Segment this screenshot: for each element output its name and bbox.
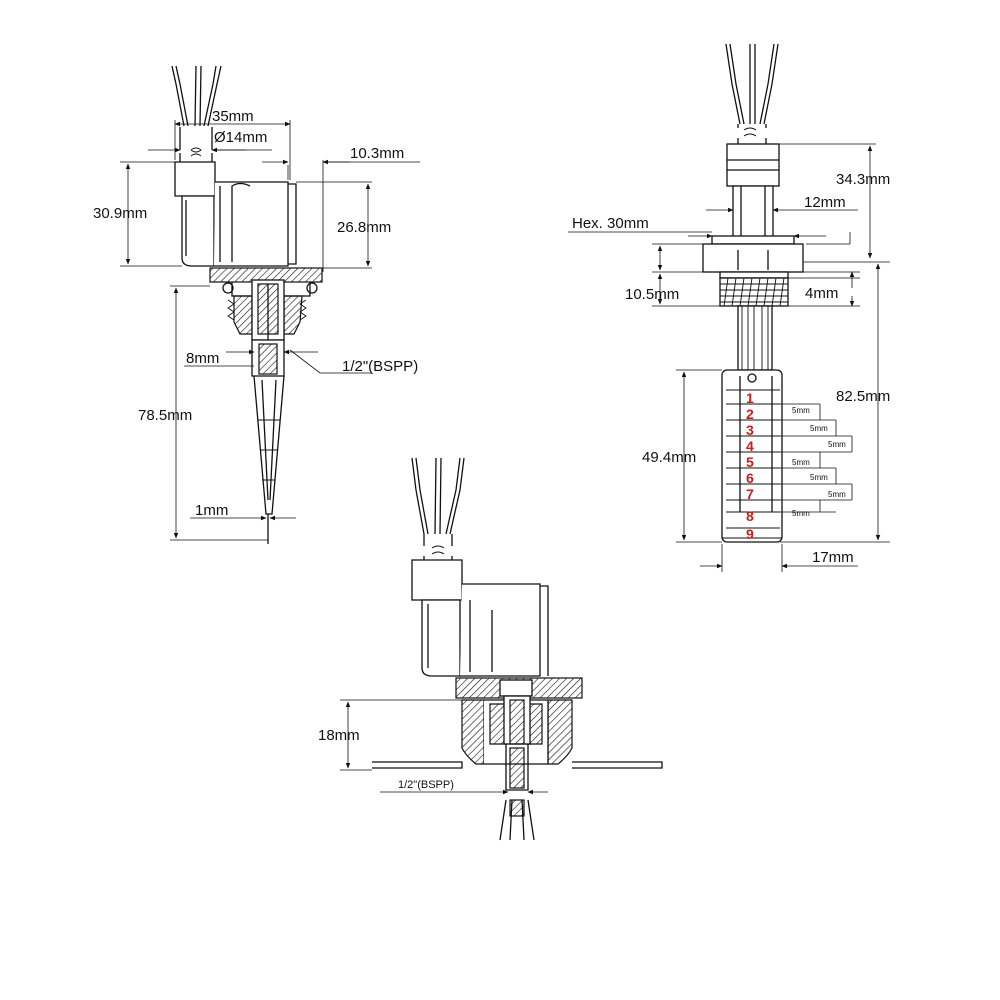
dim-flange-label: 4mm	[805, 285, 838, 302]
bottom-flange	[455, 677, 583, 699]
step-label: 5mm	[828, 440, 846, 449]
dim-float-diameter-label: 17mm	[812, 549, 854, 566]
right-float	[721, 369, 783, 543]
right-step-callouts	[760, 403, 853, 513]
dim-total-label: 82.5mm	[836, 388, 890, 405]
left-view: 35mm Ø14mm 10.3mm 30.9mm 26.8mm 8mm 1/2"…	[93, 65, 420, 544]
step-label: 5mm	[792, 509, 810, 518]
bottom-head	[411, 559, 549, 677]
left-wires	[171, 65, 222, 162]
right-thread	[719, 277, 789, 307]
step-label: 5mm	[792, 406, 810, 415]
right-stem	[737, 305, 773, 371]
dim-thread-height-label: 10.5mm	[625, 286, 679, 303]
left-stem	[251, 339, 285, 544]
level-number: 7	[746, 486, 754, 502]
dim-thread-label: 1/2"(BSPP)	[398, 779, 454, 791]
right-wires	[725, 43, 779, 144]
bottom-wires	[411, 457, 465, 560]
bottom-stem	[499, 695, 535, 841]
level-number: 8	[746, 508, 754, 524]
dim-hex-label: Hex. 30mm	[572, 215, 649, 232]
level-number: 3	[746, 422, 754, 438]
bottom-dimensions	[340, 699, 548, 795]
left-head	[174, 161, 297, 267]
dim-depth-label: 18mm	[318, 727, 360, 744]
level-number: 1	[746, 390, 754, 406]
dim-neck-label: 12mm	[804, 194, 846, 211]
right-hex-flange	[702, 235, 804, 279]
dim-tip-label: 1mm	[195, 502, 228, 519]
left-dimensions	[120, 120, 420, 541]
dim-offset-label: 10.3mm	[350, 145, 404, 162]
right-dimensions	[568, 143, 890, 572]
left-threaded-body	[227, 279, 307, 341]
dim-body-height-label: 26.8mm	[337, 219, 391, 236]
level-number: 5	[746, 454, 754, 470]
dim-stem-diameter-label: 8mm	[186, 350, 219, 367]
level-number: 9	[746, 526, 754, 542]
dim-float-zone-label: 49.4mm	[642, 449, 696, 466]
dim-head-height-label: 30.9mm	[93, 205, 147, 222]
step-label: 5mm	[810, 473, 828, 482]
level-number: 4	[746, 438, 754, 454]
level-number: 6	[746, 470, 754, 486]
bottom-view: 18mm 1/2"(BSPP)	[318, 457, 663, 841]
dim-length-label: 78.5mm	[138, 407, 192, 424]
step-label: 5mm	[828, 490, 846, 499]
dim-width-label: 35mm	[212, 108, 254, 125]
level-number: 2	[746, 406, 754, 422]
right-view: 1 2 3 4 5 6 7 8 9 5mm 5mm 5mm 5mm 5mm 5m…	[568, 43, 890, 572]
dim-cable-diameter-label: Ø14mm	[214, 129, 267, 146]
right-connector	[726, 143, 780, 245]
dim-top-height-label: 34.3mm	[836, 171, 890, 188]
step-label: 5mm	[792, 458, 810, 467]
step-label: 5mm	[810, 424, 828, 433]
dim-thread-label: 1/2"(BSPP)	[342, 358, 418, 375]
